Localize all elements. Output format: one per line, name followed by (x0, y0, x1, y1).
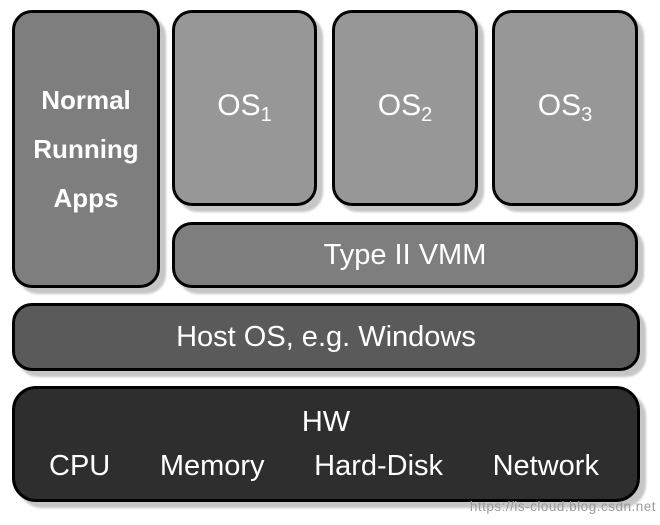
hw-component-cpu: CPU (49, 450, 111, 482)
guest-os-box-1: OS1 (172, 10, 317, 206)
os-text: OS (377, 89, 422, 122)
guest-os-label: OS3 (538, 89, 592, 127)
normal-apps-line: Running (33, 133, 139, 164)
normal-apps-line: Apps (53, 182, 119, 213)
guest-os-box-2: OS2 (332, 10, 478, 206)
normal-apps-box: Normal Running Apps (12, 10, 160, 288)
hardware-components-row: CPU Memory Hard-Disk Network (15, 443, 637, 489)
hardware-title: HW (301, 406, 351, 438)
normal-apps-line: Normal (41, 84, 131, 115)
watermark-url: https://is-cloud.blog.csdn.net (469, 499, 656, 514)
type2-vmm-box: Type II VMM (172, 222, 638, 288)
hardware-box: HW CPU Memory Hard-Disk Network (12, 386, 640, 502)
os-subscript: 3 (581, 104, 593, 126)
host-os-box: Host OS, e.g. Windows (12, 303, 640, 371)
hw-component-memory: Memory (159, 450, 265, 482)
vmm-label: Type II VMM (323, 238, 487, 271)
host-os-label: Host OS, e.g. Windows (176, 320, 476, 353)
guest-os-label: OS2 (378, 89, 432, 127)
guest-os-box-3: OS3 (492, 10, 638, 206)
os-text: OS (217, 89, 261, 122)
os-subscript: 2 (421, 104, 433, 126)
guest-os-label: OS1 (217, 89, 271, 127)
hw-component-network: Network (492, 450, 599, 482)
os-subscript: 1 (260, 104, 272, 126)
os-text: OS (537, 89, 582, 122)
hw-component-harddisk: Hard-Disk (314, 450, 444, 482)
